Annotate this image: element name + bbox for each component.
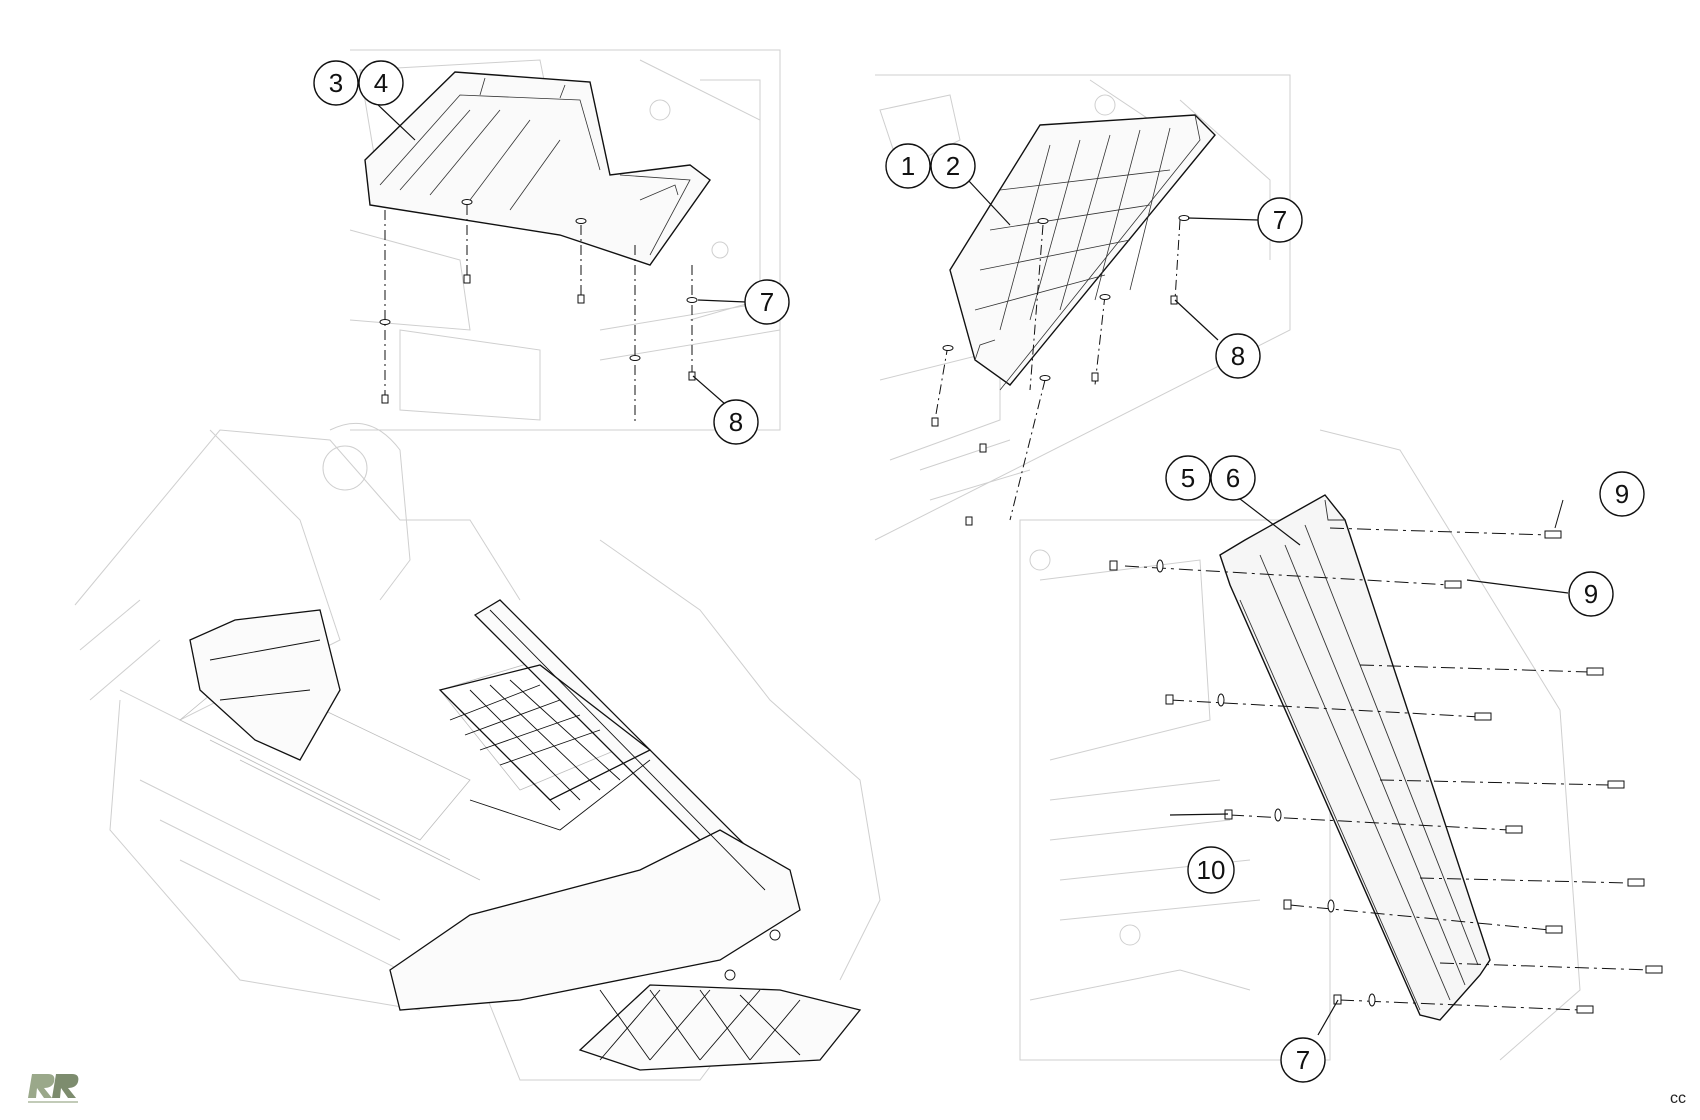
svg-text:8: 8 [729, 407, 743, 437]
callout-3: 3 [313, 60, 359, 106]
svg-text:1: 1 [901, 151, 915, 181]
side-floor-panel [949, 114, 1216, 386]
corner-code: cc [1670, 1090, 1686, 1107]
callout-7: 7 [744, 279, 790, 325]
callout-5: 5 [1165, 455, 1211, 501]
svg-text:7: 7 [1296, 1045, 1310, 1075]
svg-text:10: 10 [1197, 855, 1226, 885]
callout-6: 6 [1210, 455, 1256, 501]
svg-text:9: 9 [1584, 579, 1598, 609]
callout-7: 7 [1280, 1037, 1326, 1083]
callout-4: 4 [358, 60, 404, 106]
bottom-right-assembly-view: 5 6 9 9 10 7 [1019, 429, 1663, 1083]
svg-text:2: 2 [946, 151, 960, 181]
front-lattice-skid [578, 984, 862, 1071]
callout-8: 8 [713, 399, 759, 445]
svg-text:3: 3 [329, 68, 343, 98]
callout-7: 7 [1257, 197, 1303, 243]
callout-1: 1 [885, 143, 931, 189]
svg-text:4: 4 [374, 68, 388, 98]
rear-skid-installed [389, 829, 801, 1011]
svg-text:7: 7 [1273, 205, 1287, 235]
svg-text:7: 7 [760, 287, 774, 317]
svg-text:9: 9 [1615, 479, 1629, 509]
svg-text:6: 6 [1226, 463, 1240, 493]
rear-skid-panel [364, 71, 711, 266]
center-tunnel-guard [189, 609, 341, 761]
svg-text:5: 5 [1181, 463, 1195, 493]
rocker-guard [1219, 494, 1491, 1021]
callout-10: 10 [1187, 846, 1235, 894]
top-right-assembly-view: 1 2 7 8 [874, 74, 1303, 541]
svg-text:8: 8 [1231, 341, 1245, 371]
callout-8: 8 [1215, 333, 1261, 379]
callout-9: 9 [1568, 571, 1614, 617]
brand-logo [26, 1070, 86, 1106]
top-left-assembly-view: 3 4 7 8 [313, 49, 790, 445]
callout-2: 2 [930, 143, 976, 189]
callout-9: 9 [1599, 471, 1645, 517]
bottom-left-vehicle-overview [74, 422, 881, 1081]
